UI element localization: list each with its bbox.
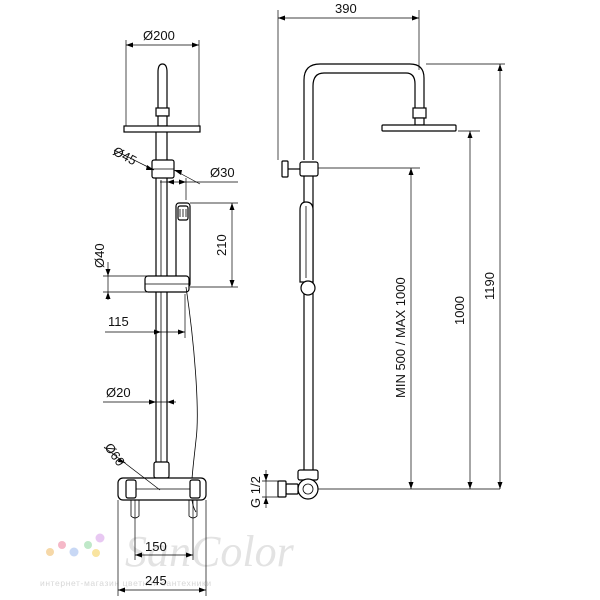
dim-body-width: 245 [145, 573, 167, 588]
watermark-dot [92, 549, 100, 557]
side-view: 390 G 1/2 [248, 1, 505, 508]
dim-riser-diameter: Ø20 [106, 385, 131, 400]
dim-body-diameter: Ø60 [102, 440, 128, 469]
dim-holder-diameter: Ø30 [210, 165, 235, 180]
dim-slider-diameter: Ø40 [92, 243, 107, 268]
watermark-dot [95, 533, 105, 543]
dim-head-diameter: Ø200 [143, 28, 175, 43]
dim-riser-height: 1000 [452, 296, 467, 325]
dim-inlet-spacing: 150 [145, 539, 167, 554]
dim-connection-thread: G 1/2 [248, 476, 263, 508]
watermark-dots [46, 533, 105, 557]
watermark-dot [69, 547, 79, 557]
dim-handshower-height: 210 [214, 234, 229, 256]
dim-adjustable-range: MIN 500 / MAX 1000 [393, 277, 408, 398]
watermark-brand-logo: SanColor [125, 527, 295, 576]
dim-total-height: 1190 [482, 272, 497, 300]
watermark: SanColor интернет-магазин цветной сантех… [40, 527, 295, 588]
dim-slider-offset: 115 [108, 314, 129, 329]
dim-projection: 390 [335, 1, 357, 16]
watermark-dot [84, 541, 92, 549]
watermark-dot [58, 541, 66, 549]
watermark-tagline: интернет-магазин цветной сантехники [40, 578, 212, 588]
watermark-dot [46, 548, 54, 556]
dim-arm-diameter: Ø45 [111, 143, 140, 168]
front-view: Ø200 Ø45 Ø30 [92, 28, 238, 596]
